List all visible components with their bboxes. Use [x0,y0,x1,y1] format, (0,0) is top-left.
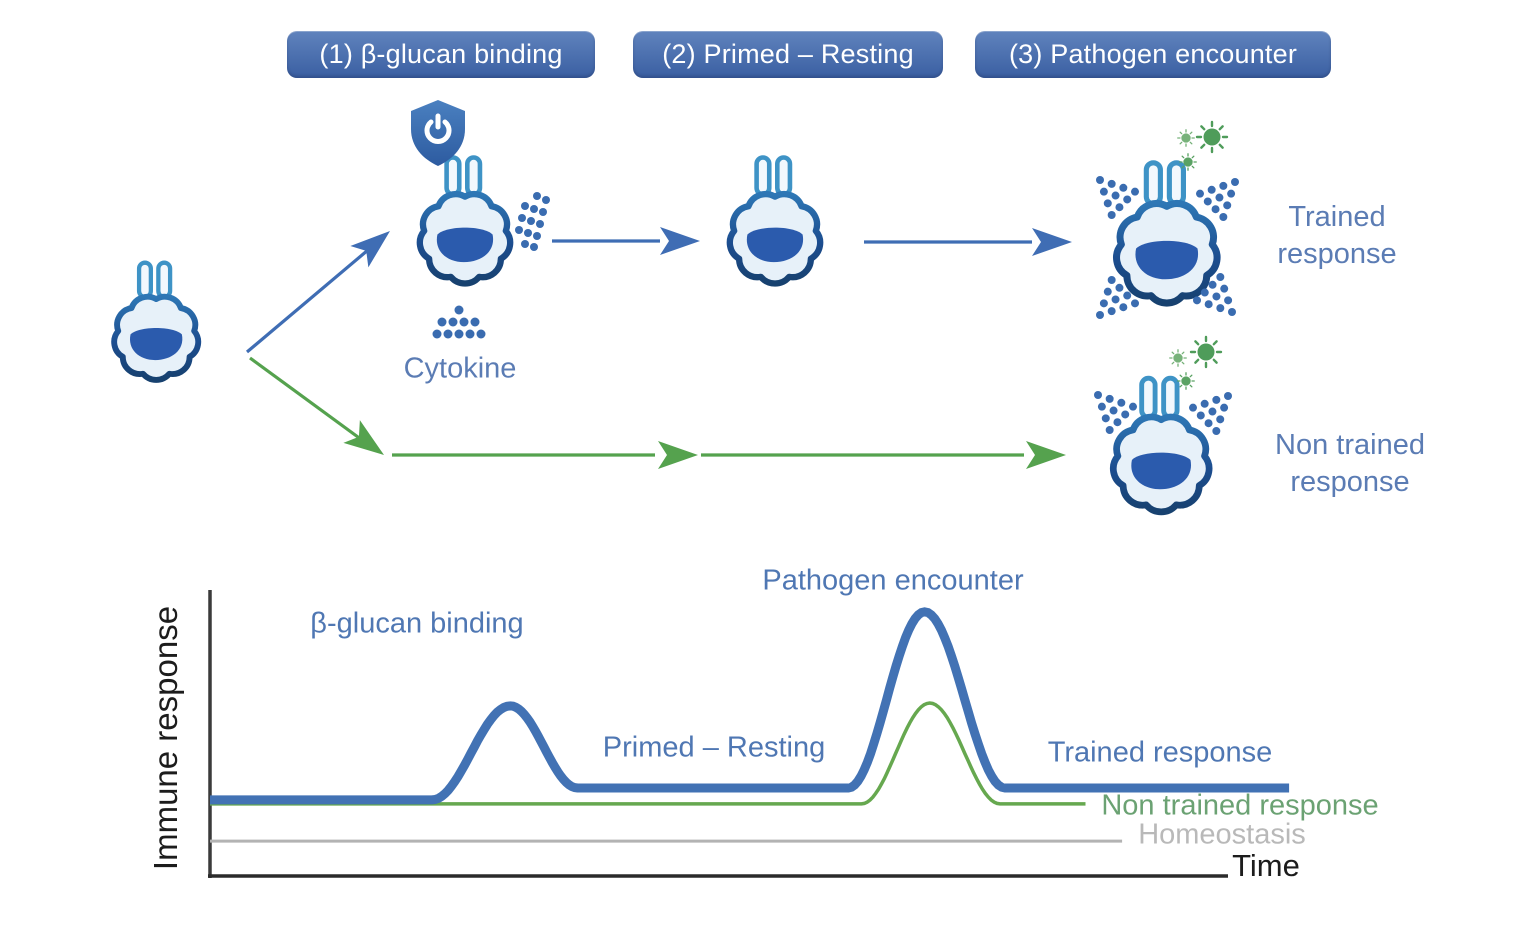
chart-series [210,607,1290,843]
y-axis-label: Immune response [147,605,184,871]
pathogen-virus-icons-trained [1177,120,1229,171]
pathogen-virus-icons-non-trained [1169,335,1223,390]
diagram-canvas [0,100,1253,560]
chart-canvas [208,590,1290,878]
macrophage-cell-naive [114,263,198,380]
secreted-cytokine-dots [515,192,550,251]
pathway-arrows [245,227,1072,469]
stage-pill-1: (1) β-glucan binding [287,31,595,78]
series-non-trained-response [210,701,1086,806]
macrophage-cell-trained [1117,163,1218,303]
stage-pill-2: (2) Primed – Resting [633,31,943,78]
annotation-homeostasis: Homeostasis [1138,818,1306,851]
macrophage-cell-non-trained [1113,378,1209,512]
cytokine-label: Cytokine [403,352,517,385]
x-axis-label: Time [1232,848,1300,883]
annotation-pathogen-encounter: Pathogen encounter [762,564,1024,597]
cytokine-dot-pyramid [432,305,486,339]
non-trained-response-label: Non trained response [1275,428,1425,498]
annotation-non-trained-response: Non trained response [1101,789,1379,822]
shield-refresh-icon [411,100,465,166]
stage-pill-3: (3) Pathogen encounter [975,31,1331,78]
trained-response-label: Trained response [1277,200,1397,270]
macrophage-cell-primed [730,158,820,284]
series-trained-response [210,607,1290,805]
annotation-trained-response: Trained response [1047,736,1273,769]
macrophage-cell-beta-glucan [420,158,510,284]
annotation-beta-glucan: β-glucan binding [310,607,524,640]
annotation-primed-resting: Primed – Resting [602,731,826,764]
